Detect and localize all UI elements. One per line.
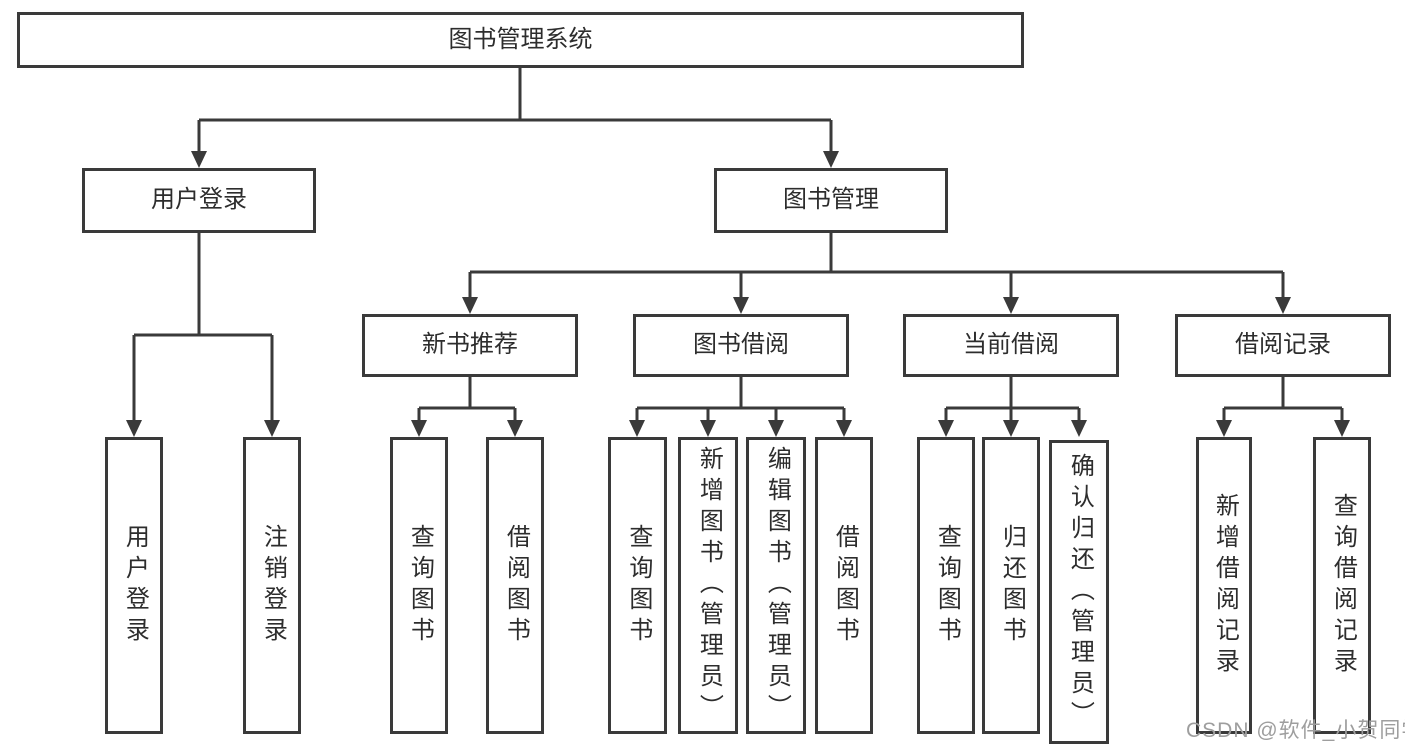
node-book-management: 图书管理: [714, 168, 948, 233]
node-user-login: 用户登录: [82, 168, 316, 233]
node-book-borrowing: 图书借阅: [633, 314, 849, 377]
leaf-query-borrow-record: 查询借阅记录: [1313, 437, 1371, 734]
leaf-add-book-admin: 新增图书（管理员）: [678, 437, 738, 734]
node-borrow-records: 借阅记录: [1175, 314, 1391, 377]
leaf-confirm-return-admin: 确认归还（管理员）: [1049, 440, 1109, 744]
leaf-logout: 注销登录: [243, 437, 301, 734]
node-current-borrowing: 当前借阅: [903, 314, 1119, 377]
leaf-query-books: 查询图书: [390, 437, 448, 734]
leaf-user-login: 用户登录: [105, 437, 163, 734]
tree-connector-path: [132, 68, 1344, 423]
leaf-edit-book-admin: 编辑图书（管理员）: [746, 437, 806, 734]
leaf-borrow-books: 借阅图书: [815, 437, 873, 734]
node-label: 当前借阅: [963, 331, 1059, 359]
csdn-watermark: CSDN @软件_小贺同学: [1186, 719, 1405, 742]
node-label: 借阅记录: [1235, 331, 1331, 359]
leaf-add-borrow-record: 新增借阅记录: [1196, 437, 1252, 734]
leaf-query-books: 查询图书: [917, 437, 975, 734]
node-root-system: 图书管理系统: [17, 12, 1024, 68]
node-label: 图书管理系统: [448, 25, 593, 53]
node-label: 图书管理: [783, 186, 879, 214]
leaf-query-books: 查询图书: [608, 437, 667, 734]
node-new-book-recommend: 新书推荐: [362, 314, 578, 377]
leaf-borrow-books: 借阅图书: [486, 437, 544, 734]
leaf-return-books: 归还图书: [982, 437, 1040, 734]
node-label: 图书借阅: [693, 331, 789, 359]
node-label: 新书推荐: [422, 331, 518, 359]
node-label: 用户登录: [151, 186, 247, 214]
